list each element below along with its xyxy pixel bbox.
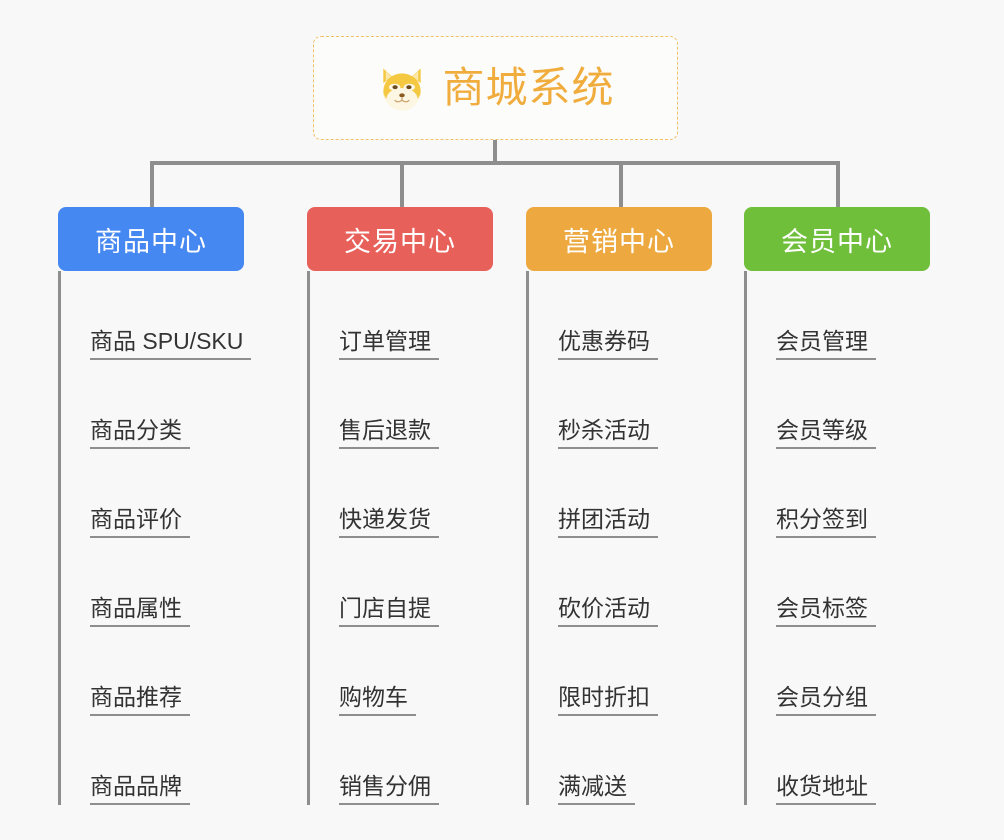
leaf-list-1: 商品 SPU/SKU 商品分类 商品评价 商品属性 商品推荐 商品品牌 <box>58 271 288 805</box>
leaf-label: 会员标签 <box>776 595 876 627</box>
list-item[interactable]: 商品推荐 <box>58 627 288 716</box>
column-spine-1 <box>58 271 61 805</box>
leaf-label: 门店自提 <box>339 595 439 627</box>
list-item[interactable]: 限时折扣 <box>526 627 756 716</box>
column-member-center: 会员中心 会员管理 会员等级 积分签到 会员标签 会员分组 收货地址 <box>744 207 974 805</box>
leaf-label: 拼团活动 <box>558 506 658 538</box>
category-header-2[interactable]: 交易中心 <box>307 207 493 271</box>
leaf-label: 满减送 <box>558 773 635 805</box>
connector-root-stem <box>493 140 497 164</box>
category-header-3[interactable]: 营销中心 <box>526 207 712 271</box>
leaf-label: 会员等级 <box>776 417 876 449</box>
column-spine-4 <box>744 271 747 805</box>
leaf-label: 销售分佣 <box>339 773 439 805</box>
column-spine-3 <box>526 271 529 805</box>
leaf-label: 订单管理 <box>339 328 439 360</box>
leaf-label: 售后退款 <box>339 417 439 449</box>
leaf-label: 会员管理 <box>776 328 876 360</box>
connector-drop-3 <box>619 161 623 207</box>
root-node[interactable]: 商城系统 <box>313 36 678 140</box>
list-item[interactable]: 拼团活动 <box>526 449 756 538</box>
list-item[interactable]: 满减送 <box>526 716 756 805</box>
root-title: 商城系统 <box>442 64 615 111</box>
leaf-label: 商品分类 <box>90 417 190 449</box>
list-item[interactable]: 会员标签 <box>744 538 974 627</box>
column-spine-2 <box>307 271 310 805</box>
list-item[interactable]: 订单管理 <box>307 271 537 360</box>
list-item[interactable]: 商品分类 <box>58 360 288 449</box>
leaf-label: 商品评价 <box>90 506 190 538</box>
connector-drop-1 <box>150 161 154 207</box>
leaf-label: 积分签到 <box>776 506 876 538</box>
leaf-label: 商品推荐 <box>90 684 190 716</box>
column-trade-center: 交易中心 订单管理 售后退款 快递发货 门店自提 购物车 销售分佣 <box>307 207 537 805</box>
list-item[interactable]: 购物车 <box>307 627 537 716</box>
list-item[interactable]: 砍价活动 <box>526 538 756 627</box>
list-item[interactable]: 商品品牌 <box>58 716 288 805</box>
list-item[interactable]: 门店自提 <box>307 538 537 627</box>
leaf-label: 收货地址 <box>776 773 876 805</box>
list-item[interactable]: 积分签到 <box>744 449 974 538</box>
leaf-label: 快递发货 <box>339 506 439 538</box>
list-item[interactable]: 商品 SPU/SKU <box>58 271 288 360</box>
leaf-label: 商品属性 <box>90 595 190 627</box>
connector-drop-2 <box>400 161 404 207</box>
column-marketing-center: 营销中心 优惠券码 秒杀活动 拼团活动 砍价活动 限时折扣 满减送 <box>526 207 756 805</box>
leaf-list-2: 订单管理 售后退款 快递发货 门店自提 购物车 销售分佣 <box>307 271 537 805</box>
list-item[interactable]: 快递发货 <box>307 449 537 538</box>
list-item[interactable]: 商品评价 <box>58 449 288 538</box>
list-item[interactable]: 会员分组 <box>744 627 974 716</box>
leaf-label: 优惠券码 <box>558 328 658 360</box>
list-item[interactable]: 销售分佣 <box>307 716 537 805</box>
leaf-list-4: 会员管理 会员等级 积分签到 会员标签 会员分组 收货地址 <box>744 271 974 805</box>
shiba-dog-face-icon <box>383 68 422 111</box>
column-product-center: 商品中心 商品 SPU/SKU 商品分类 商品评价 商品属性 商品推荐 商品品牌 <box>58 207 288 805</box>
leaf-label: 商品品牌 <box>90 773 190 805</box>
category-header-1[interactable]: 商品中心 <box>58 207 244 271</box>
leaf-label: 会员分组 <box>776 684 876 716</box>
leaf-label: 砍价活动 <box>558 595 658 627</box>
list-item[interactable]: 秒杀活动 <box>526 360 756 449</box>
leaf-label: 限时折扣 <box>558 684 658 716</box>
leaf-label: 商品 SPU/SKU <box>90 328 252 360</box>
leaf-label: 秒杀活动 <box>558 417 658 449</box>
list-item[interactable]: 优惠券码 <box>526 271 756 360</box>
list-item[interactable]: 售后退款 <box>307 360 537 449</box>
leaf-list-3: 优惠券码 秒杀活动 拼团活动 砍价活动 限时折扣 满减送 <box>526 271 756 805</box>
connector-drop-4 <box>836 161 840 207</box>
leaf-label: 购物车 <box>339 684 416 716</box>
list-item[interactable]: 会员等级 <box>744 360 974 449</box>
list-item[interactable]: 商品属性 <box>58 538 288 627</box>
list-item[interactable]: 收货地址 <box>744 716 974 805</box>
list-item[interactable]: 会员管理 <box>744 271 974 360</box>
connector-horizontal-bus <box>150 161 840 165</box>
category-header-4[interactable]: 会员中心 <box>744 207 930 271</box>
